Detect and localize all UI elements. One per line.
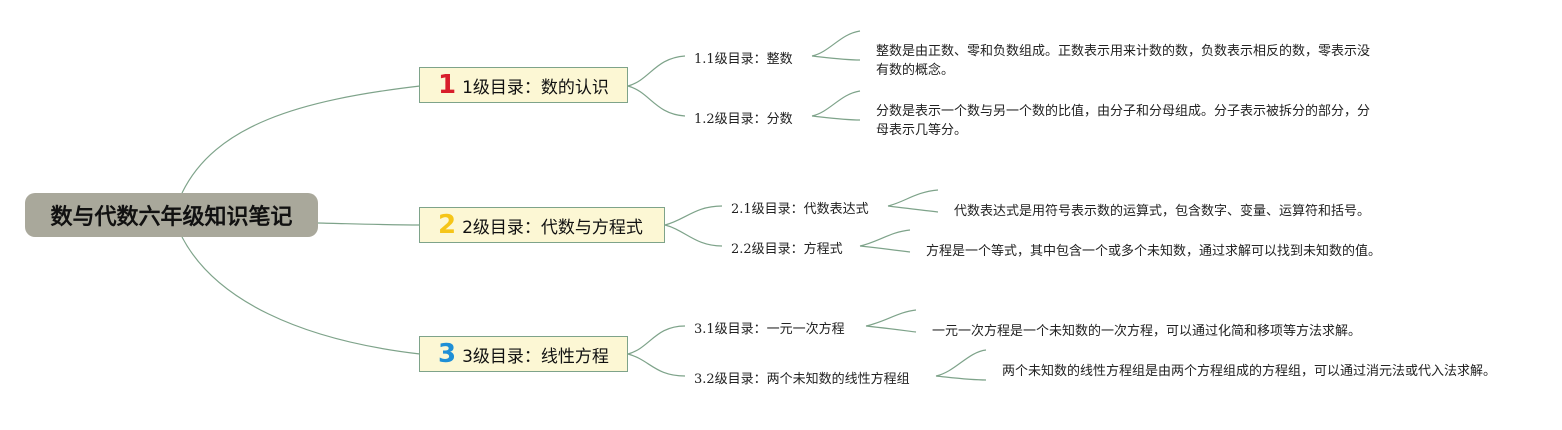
- link-root-branch-3: [181, 236, 421, 355]
- link-desc-1-1: [811, 30, 861, 61]
- branch-2-label: 2级目录：代数与方程式: [462, 217, 643, 238]
- desc-1-2[interactable]: 分数是表示一个数与另一个数的比值，由分子和分母组成。分子表示被拆分的部分，分母表…: [876, 104, 1371, 138]
- desc-3-2[interactable]: 两个未知数的线性方程组是由两个方程组成的方程组，可以通过消元法或代入法求解。: [1002, 364, 1497, 379]
- link-branch-1-child-1: [627, 55, 686, 87]
- link-desc-2-1: [887, 189, 939, 213]
- link-branch-1-child-2: [627, 85, 686, 117]
- branch-1[interactable]: 1 1级目录：数的认识: [419, 67, 628, 103]
- subtopic-1-1[interactable]: 1.1级目录：整数: [694, 52, 793, 67]
- branch-1-label: 1级目录：数的认识: [462, 77, 609, 98]
- subtopic-2-1[interactable]: 2.1级目录：代数表达式: [731, 202, 869, 217]
- subtopic-3-2[interactable]: 3.2级目录：两个未知数的线性方程组: [694, 372, 910, 387]
- link-desc-3-2: [935, 349, 987, 381]
- number-2-icon: 2: [438, 210, 457, 240]
- desc-2-1[interactable]: 代数表达式是用符号表示数的运算式，包含数字、变量、运算符和括号。: [954, 204, 1371, 219]
- link-branch-2-child-1: [664, 205, 723, 226]
- link-root-branch-1: [181, 85, 421, 194]
- subtopic-2-2[interactable]: 2.2级目录：方程式: [731, 242, 843, 257]
- number-1-icon: 1: [438, 70, 457, 100]
- desc-2-2[interactable]: 方程是一个等式，其中包含一个或多个未知数，通过求解可以找到未知数的值。: [926, 244, 1382, 259]
- root-topic[interactable]: 数与代数六年级知识笔记: [25, 193, 318, 237]
- branch-3-label: 3级目录：线性方程: [462, 346, 609, 367]
- link-branch-3-child-2: [627, 353, 686, 377]
- link-desc-3-1: [865, 309, 917, 333]
- link-branch-2-child-2: [664, 224, 723, 247]
- link-desc-2-2: [859, 229, 911, 253]
- subtopic-1-2[interactable]: 1.2级目录：分数: [694, 112, 793, 127]
- branch-3[interactable]: 3 3级目录：线性方程: [419, 336, 628, 372]
- number-3-icon: 3: [438, 339, 457, 369]
- link-branch-3-child-1: [627, 325, 686, 355]
- subtopic-3-1[interactable]: 3.1级目录：一元一次方程: [694, 322, 845, 337]
- link-root-branch-2: [317, 222, 421, 226]
- root-title: 数与代数六年级知识笔记: [50, 205, 293, 230]
- link-desc-1-2: [811, 90, 861, 121]
- desc-1-1[interactable]: 整数是由正数、零和负数组成。正数表示用来计数的数，负数表示相反的数，零表示没有数…: [876, 44, 1371, 78]
- desc-3-1[interactable]: 一元一次方程是一个未知数的一次方程，可以通过化简和移项等方法求解。: [932, 324, 1362, 339]
- branch-2[interactable]: 2 2级目录：代数与方程式: [419, 207, 665, 243]
